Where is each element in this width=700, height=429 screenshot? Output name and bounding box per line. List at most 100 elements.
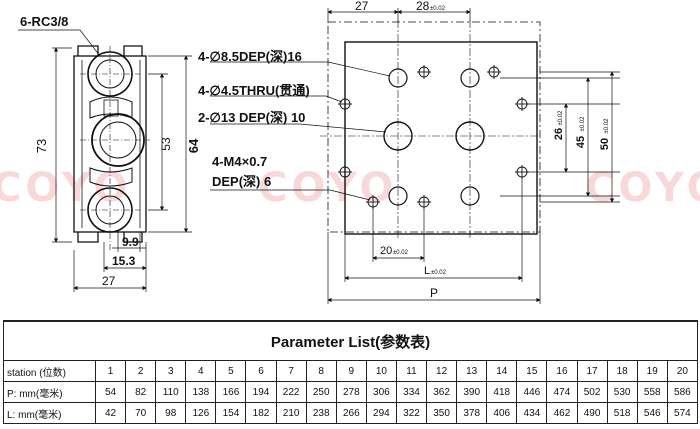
dim-45-label: 45 bbox=[575, 136, 587, 148]
l-value-cell-18: 518 bbox=[606, 402, 638, 424]
station-cell-4: 4 bbox=[185, 360, 217, 382]
flange-outline bbox=[327, 21, 541, 233]
p-value-cell-3: 110 bbox=[155, 381, 187, 403]
dim-15-3-label: 15.3 bbox=[112, 254, 136, 268]
p-value-cell-8: 250 bbox=[305, 381, 337, 403]
station-cell-15: 15 bbox=[516, 360, 548, 382]
station-cell-14: 14 bbox=[486, 360, 518, 382]
ports-label: 6-RC3/8 bbox=[20, 14, 68, 29]
callout-holes-8-5: 4-∅8.5DEP(深)16 bbox=[198, 49, 302, 64]
station-cell-16: 16 bbox=[546, 360, 578, 382]
p-value-cell-14: 418 bbox=[486, 381, 518, 403]
dim-50-tol: ±0.02 bbox=[604, 118, 610, 134]
p-value-cell-18: 530 bbox=[606, 381, 638, 403]
p-value-cell-5: 166 bbox=[215, 381, 247, 403]
row-label-l: L: mm(毫米) bbox=[3, 402, 96, 424]
l-value-cell-14: 406 bbox=[486, 402, 518, 424]
p-value-cell-4: 138 bbox=[185, 381, 217, 403]
p-value-cell-15: 446 bbox=[516, 381, 548, 403]
p-value-cell-9: 278 bbox=[335, 381, 367, 403]
station-cell-7: 7 bbox=[275, 360, 307, 382]
callout-m4-depth: DEP(深) 6 bbox=[212, 174, 271, 189]
station-cell-6: 6 bbox=[245, 360, 277, 382]
pitch-28-tol: ±0.02 bbox=[430, 6, 446, 12]
l-value-cell-2: 70 bbox=[125, 402, 157, 424]
holes-8-5 bbox=[388, 68, 480, 206]
l-value-cell-16: 462 bbox=[546, 402, 578, 424]
station-cell-10: 10 bbox=[365, 360, 397, 382]
p-value-cell-2: 82 bbox=[125, 381, 157, 403]
dim-L-label: L bbox=[424, 265, 430, 277]
dim-P-label: P bbox=[430, 286, 438, 300]
width-27-top-label: 27 bbox=[355, 0, 369, 13]
watermark-center: COYO bbox=[258, 165, 398, 211]
callout-holes-13: 2-∅13 DEP(深) 10 bbox=[198, 110, 305, 125]
height-body-label: 64 bbox=[186, 138, 201, 153]
dim-50-label: 50 bbox=[599, 138, 611, 150]
station-cell-12: 12 bbox=[426, 360, 458, 382]
station-cell-2: 2 bbox=[125, 360, 157, 382]
l-value-cell-1: 42 bbox=[94, 402, 127, 424]
l-value-cell-3: 98 bbox=[155, 402, 187, 424]
p-value-cell-19: 558 bbox=[636, 381, 668, 403]
p-value-cell-13: 390 bbox=[456, 381, 488, 403]
station-cell-3: 3 bbox=[155, 360, 187, 382]
station-cell-1: 1 bbox=[94, 360, 127, 382]
dim-L-tol: ±0.02 bbox=[431, 270, 447, 276]
p-value-cell-20: 586 bbox=[666, 381, 698, 403]
dim-20-tol: ±0.02 bbox=[393, 250, 409, 256]
pitch-28-label: 28 bbox=[416, 0, 430, 13]
parameter-table-title: Parameter List(参数表) bbox=[3, 320, 698, 361]
l-value-cell-6: 182 bbox=[245, 402, 277, 424]
station-cell-9: 9 bbox=[335, 360, 367, 382]
l-value-cell-8: 238 bbox=[305, 402, 337, 424]
l-value-cell-20: 574 bbox=[666, 402, 698, 424]
station-cell-17: 17 bbox=[576, 360, 608, 382]
p-value-cell-12: 362 bbox=[426, 381, 458, 403]
l-value-cell-17: 490 bbox=[576, 402, 608, 424]
station-cell-11: 11 bbox=[395, 360, 428, 382]
station-cell-13: 13 bbox=[456, 360, 488, 382]
l-value-cell-13: 378 bbox=[456, 402, 488, 424]
holes-small bbox=[338, 65, 529, 209]
p-value-cell-6: 194 bbox=[245, 381, 277, 403]
station-cell-19: 19 bbox=[636, 360, 668, 382]
l-value-cell-4: 126 bbox=[185, 402, 217, 424]
l-value-cell-5: 154 bbox=[215, 402, 247, 424]
p-value-cell-7: 222 bbox=[275, 381, 307, 403]
p-value-cell-17: 502 bbox=[576, 381, 608, 403]
height-total-label: 73 bbox=[34, 139, 49, 153]
l-value-cell-15: 434 bbox=[516, 402, 548, 424]
station-cell-5: 5 bbox=[215, 360, 247, 382]
dim-20-label: 20 bbox=[380, 245, 392, 257]
l-value-cell-10: 294 bbox=[365, 402, 397, 424]
dim-26-label: 26 bbox=[553, 128, 565, 140]
top-body-outline bbox=[344, 41, 538, 235]
dim-26-tol: ±0.02 bbox=[558, 110, 564, 126]
station-cell-18: 18 bbox=[606, 360, 638, 382]
p-value-cell-16: 474 bbox=[546, 381, 578, 403]
watermark-right: COYO bbox=[585, 165, 700, 211]
width-27-bottom-label: 27 bbox=[102, 274, 116, 288]
offset-53-label: 53 bbox=[159, 137, 173, 151]
row-label-p: P: mm(毫米) bbox=[3, 381, 96, 403]
callout-m4-thread: 4-M4×0.7 bbox=[212, 154, 267, 169]
station-cell-8: 8 bbox=[305, 360, 337, 382]
callout-holes-4-5: 4-∅4.5THRU(贯通) bbox=[198, 83, 310, 98]
l-value-cell-12: 350 bbox=[426, 402, 458, 424]
p-value-cell-10: 306 bbox=[365, 381, 397, 403]
l-value-cell-7: 210 bbox=[275, 402, 307, 424]
p-value-cell-11: 334 bbox=[395, 381, 428, 403]
dim-45-tol: ±0.02 bbox=[580, 116, 586, 132]
technical-drawing: 6-RC3/8 73 64 53 9.9 15.3 27 bbox=[18, 0, 620, 304]
l-value-cell-11: 322 bbox=[395, 402, 428, 424]
station-cell-20: 20 bbox=[666, 360, 698, 382]
l-value-cell-9: 266 bbox=[335, 402, 367, 424]
row-label-station: station (位数) bbox=[3, 360, 96, 382]
holes-13 bbox=[383, 121, 485, 151]
